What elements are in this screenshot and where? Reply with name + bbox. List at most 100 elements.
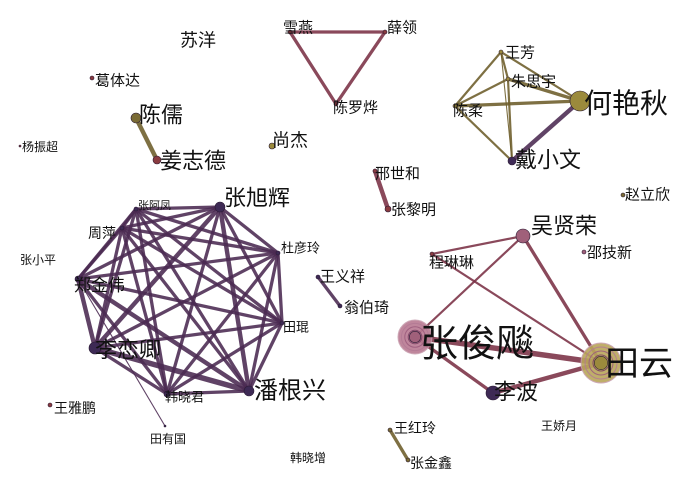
- node-ring-tianyun: [592, 354, 610, 372]
- node-wangyapeng[interactable]: [47, 402, 53, 408]
- node-label-chenru: 陈儒: [139, 104, 183, 129]
- node-label-xueling: 薛领: [387, 18, 417, 36]
- node-chenglinlin[interactable]: [429, 251, 435, 257]
- node-label-wangyixiang: 王义祥: [320, 267, 365, 285]
- node-label-zhangxiaoping: 张小平: [20, 253, 56, 267]
- node-label-duyanling: 杜彦玲: [281, 241, 320, 257]
- node-yangzhenchao[interactable]: [18, 144, 22, 148]
- node-zhangjinxin[interactable]: [405, 457, 411, 463]
- node-label-chenrou: 陈柔: [453, 101, 483, 119]
- node-tianyouguo[interactable]: [163, 424, 167, 428]
- node-zhengjinwei[interactable]: [74, 275, 82, 283]
- edge-zhangxuhui-liliangqing: [92, 204, 223, 351]
- edge-duyanling-pangenxing: [247, 251, 280, 393]
- node-label-wangyapeng: 王雅鹏: [54, 401, 96, 417]
- edge-liliangqing-hanxiaojun: [93, 346, 169, 396]
- node-jiangzhide[interactable]: [152, 155, 162, 165]
- node-xingshihe[interactable]: [372, 168, 378, 174]
- node-hanxiaojun[interactable]: [163, 390, 171, 398]
- edge-wuxianrong-chenglinlin: [430, 234, 525, 256]
- edge-zhengjinwei-liliangqing: [75, 276, 98, 351]
- node-label-liliangqing: 李恋卿: [95, 339, 161, 364]
- edge-hanxiaojun-pangenxing: [165, 389, 251, 396]
- node-wuxianrong[interactable]: [515, 228, 531, 244]
- node-label-hanxiaojun: 韩晓君: [165, 391, 204, 406]
- edge-liliangqing-pangenxing: [92, 345, 252, 394]
- edge-liliangqing-tiankun: [93, 321, 284, 350]
- node-label-getida: 葛体达: [95, 71, 140, 89]
- edge-xingshihe-zhangliming: [372, 168, 391, 212]
- edge-zhouping-liliangqing: [93, 226, 124, 350]
- edge-tiankun-pangenxing: [247, 321, 284, 393]
- edge-zhangxuhui-tiankun: [218, 205, 284, 325]
- node-wanghongling[interactable]: [387, 427, 393, 433]
- node-pangenxing[interactable]: [243, 385, 255, 397]
- node-zhangliming[interactable]: [384, 205, 392, 213]
- node-zhaolixin[interactable]: [620, 192, 626, 198]
- edge-wuxianrong-zhangjunbiao: [413, 234, 525, 339]
- node-wangfang[interactable]: [498, 49, 504, 55]
- edge-zhangafeng-duyanling: [134, 207, 280, 255]
- node-tianyun[interactable]: [594, 356, 608, 370]
- node-tiankun[interactable]: [279, 320, 285, 326]
- edge-zhengjinwei-tianyouguo: [77, 278, 166, 427]
- node-qujixin[interactable]: [581, 249, 587, 255]
- edge-zhengjinwei-pangenxing: [75, 276, 252, 394]
- node-wangyixiang[interactable]: [315, 274, 321, 280]
- node-chenrou[interactable]: [452, 103, 458, 109]
- node-heyanqiu[interactable]: [569, 90, 591, 112]
- node-label-wangjiaoyue: 王娇月: [541, 419, 577, 433]
- node-label-wanghongling: 王红玲: [394, 421, 436, 437]
- node-label-tiankun: 田琨: [283, 321, 309, 336]
- node-zhangxuhui[interactable]: [214, 201, 226, 213]
- node-label-shangjie: 尚杰: [272, 130, 308, 151]
- edge-zhouping-duyanling: [120, 226, 280, 255]
- node-zhusiyu[interactable]: [505, 76, 511, 82]
- node-label-wengboqi: 翁伯琦: [344, 298, 389, 316]
- node-zhangafeng[interactable]: [133, 206, 139, 212]
- node-label-tianyun: 田云: [605, 344, 673, 384]
- edge-zhangxuhui-zhangafeng: [134, 205, 222, 211]
- node-label-suyang: 苏洋: [180, 30, 216, 51]
- edge-wangfang-chenrou: [453, 50, 503, 108]
- node-label-tianyouguo: 田有国: [150, 432, 186, 446]
- node-liliangqing[interactable]: [88, 341, 102, 355]
- node-xueyan[interactable]: [287, 29, 293, 35]
- node-duyanling[interactable]: [275, 250, 281, 256]
- node-chenluohua[interactable]: [333, 101, 339, 107]
- node-wengboqi[interactable]: [337, 303, 343, 309]
- node-shangjie[interactable]: [268, 142, 276, 150]
- edge-wangyixiang-wengboqi: [316, 275, 342, 308]
- node-chenru[interactable]: [130, 112, 142, 124]
- node-libo[interactable]: [485, 385, 501, 401]
- node-layer: [18, 29, 626, 463]
- node-ring-tianyun: [588, 350, 614, 376]
- edge-zhouping-tiankun: [120, 226, 284, 325]
- node-label-zhangjinxin: 张金鑫: [410, 455, 452, 472]
- edge-wuxianrong-tianyun: [521, 234, 603, 365]
- node-label-jiangzhide: 姜志德: [160, 150, 226, 175]
- edge-chenrou-heyanqiu: [453, 99, 582, 108]
- node-label-chenglinlin: 程琳琳: [429, 253, 474, 271]
- edge-zhusiyu-heyanqiu: [506, 77, 582, 103]
- edge-zhouping-zhengjinwei: [76, 226, 124, 281]
- edge-zhouping-pangenxing: [120, 226, 251, 393]
- edge-xueyan-chenluohua: [288, 30, 338, 106]
- node-getida[interactable]: [89, 75, 95, 81]
- node-xueling[interactable]: [382, 29, 388, 35]
- node-label-zhangjunbiao: 张俊飚: [420, 321, 534, 365]
- edge-tiankun-hanxiaojun: [165, 321, 284, 396]
- edge-zhangafeng-pangenxing: [134, 207, 251, 393]
- node-zhangjunbiao[interactable]: [409, 331, 421, 343]
- node-label-heyanqiu: 何艳秋: [584, 87, 668, 120]
- node-label-hanxiaozeng: 韩晓增: [290, 450, 326, 465]
- edge-chenru-jiangzhide: [133, 115, 160, 163]
- node-zhouping[interactable]: [119, 225, 125, 231]
- node-label-wangfang: 王芳: [505, 43, 535, 61]
- node-label-chenluohua: 陈罗烨: [333, 98, 378, 116]
- node-daixiaowen[interactable]: [507, 156, 517, 166]
- label-layer: 苏洋雪燕薛领陈罗烨葛体达陈儒姜志德杨振超尚杰王芳朱思宇陈柔何艳秋戴小文邢世和张黎…: [20, 18, 673, 472]
- node-label-zhusiyu: 朱思宇: [511, 72, 556, 90]
- edge-wangfang-heyanqiu: [499, 50, 582, 103]
